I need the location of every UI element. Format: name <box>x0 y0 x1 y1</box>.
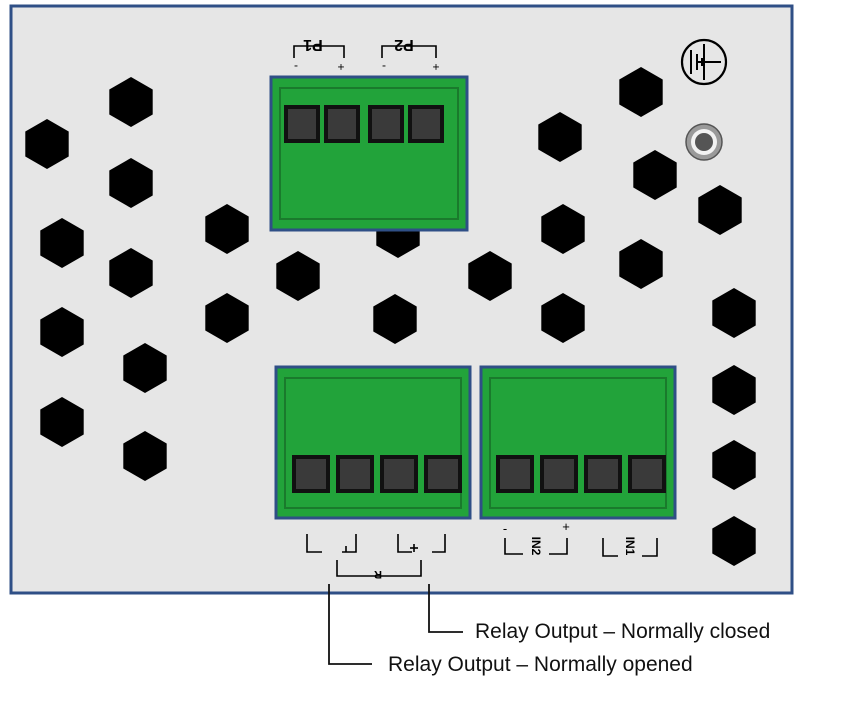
vent-hole-5 <box>109 248 153 298</box>
vent-hole-23 <box>712 288 756 338</box>
top-terminal-screw-3 <box>372 109 400 139</box>
vent-hole-16 <box>538 112 582 162</box>
leader-normally-closed <box>428 584 463 633</box>
vent-hole-10 <box>205 204 249 254</box>
vent-hole-2 <box>25 119 69 169</box>
vent-holes <box>25 67 756 566</box>
vent-hole-1 <box>109 77 153 127</box>
vent-hole-17 <box>541 204 585 254</box>
vent-hole-24 <box>712 365 756 415</box>
input-terminal-screw-1 <box>500 459 530 489</box>
top-pin-p2-minus: - <box>382 60 386 74</box>
terminal-block-inputs <box>479 365 677 520</box>
input-label-in2: IN2 <box>529 537 543 556</box>
led-indicator-icon <box>685 123 723 161</box>
top-label-p1: P1 <box>303 36 323 53</box>
annotation-leaders <box>328 584 463 665</box>
top-terminal-screw-2 <box>328 109 356 139</box>
relay-terminal-screw-3 <box>384 459 414 489</box>
vent-hole-18 <box>541 293 585 343</box>
vent-hole-8 <box>40 397 84 447</box>
relay-terminal-screw-4 <box>428 459 458 489</box>
top-terminal-screw-4 <box>412 109 440 139</box>
input-pin-brackets <box>504 538 658 557</box>
input-pin-minus: - <box>503 521 507 536</box>
input-terminal-screw-2 <box>544 459 574 489</box>
vent-hole-14 <box>373 294 417 344</box>
top-pin-p2-plus: + <box>432 60 439 74</box>
relay-pin-brackets <box>306 534 446 577</box>
relay-terminal-screw-2 <box>340 459 370 489</box>
input-label-in1: IN1 <box>623 537 637 556</box>
relay-terminal-screw-1 <box>296 459 326 489</box>
annotation-normally-opened: Relay Output – Normally opened <box>388 653 693 676</box>
vent-hole-25 <box>712 440 756 490</box>
vent-hole-9 <box>123 431 167 481</box>
top-pin-brackets <box>293 45 437 58</box>
relay-label-r: R <box>374 568 382 580</box>
terminal-block-top <box>269 75 469 232</box>
input-terminal-screw-3 <box>588 459 618 489</box>
vent-hole-19 <box>619 67 663 117</box>
vent-hole-6 <box>40 307 84 357</box>
vent-hole-26 <box>712 516 756 566</box>
top-label-p2: P2 <box>394 36 414 53</box>
vent-hole-11 <box>276 251 320 301</box>
terminal-block-relay <box>274 365 472 520</box>
input-pin-plus: + <box>562 519 570 534</box>
vent-hole-21 <box>619 239 663 289</box>
vent-hole-7 <box>123 343 167 393</box>
leader-normally-opened <box>328 584 372 665</box>
vent-hole-22 <box>698 185 742 235</box>
vent-hole-4 <box>40 218 84 268</box>
annotation-normally-closed: Relay Output – Normally closed <box>475 620 771 643</box>
input-terminal-screw-4 <box>632 459 662 489</box>
top-terminal-screw-1 <box>288 109 316 139</box>
vent-hole-15 <box>468 251 512 301</box>
vent-hole-3 <box>109 158 153 208</box>
vent-hole-20 <box>633 150 677 200</box>
top-pin-p1-minus: - <box>294 60 298 74</box>
top-pin-p1-plus: + <box>337 60 344 74</box>
ground-icon <box>680 38 728 86</box>
vent-hole-12 <box>205 293 249 343</box>
